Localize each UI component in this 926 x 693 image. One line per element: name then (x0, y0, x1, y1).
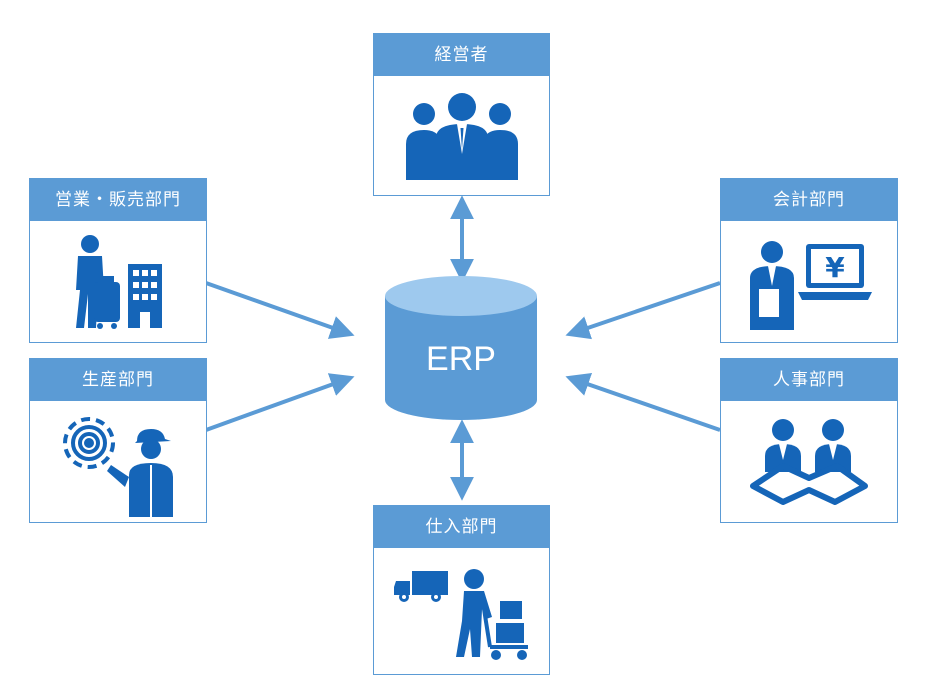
svg-text:¥: ¥ (825, 251, 845, 284)
node-hr-title: 人事部門 (721, 359, 897, 401)
delivery-truck-cart-icon (393, 569, 528, 660)
arrow-production-erp (205, 373, 355, 432)
node-accounting-title: 会計部門 (721, 179, 897, 221)
node-executive: 経営者 (373, 33, 550, 196)
arrow-accounting-erp (565, 281, 721, 340)
node-production-title: 生産部門 (30, 359, 206, 401)
node-production: 生産部門 (29, 358, 207, 523)
erp-label: ERP (426, 340, 496, 378)
interview-table-icon (750, 418, 868, 505)
gear-worker-icon (63, 416, 173, 517)
arrow-sales-erp (205, 281, 355, 339)
erp-database-icon (385, 276, 537, 420)
node-sales: 営業・販売部門 (29, 178, 207, 343)
arrow-hr-erp (565, 372, 721, 432)
accountant-yen-laptop-icon: ¥ (750, 240, 872, 330)
node-executive-title: 経営者 (374, 34, 549, 76)
node-purchasing-title: 仕入部門 (374, 506, 549, 548)
node-sales-title: 営業・販売部門 (30, 179, 206, 221)
node-purchasing: 仕入部門 (373, 505, 550, 675)
business-people-icon (405, 92, 518, 180)
node-accounting: 会計部門 ¥ (720, 178, 898, 343)
traveling-salesperson-icon (76, 234, 162, 329)
node-hr: 人事部門 (720, 358, 898, 523)
